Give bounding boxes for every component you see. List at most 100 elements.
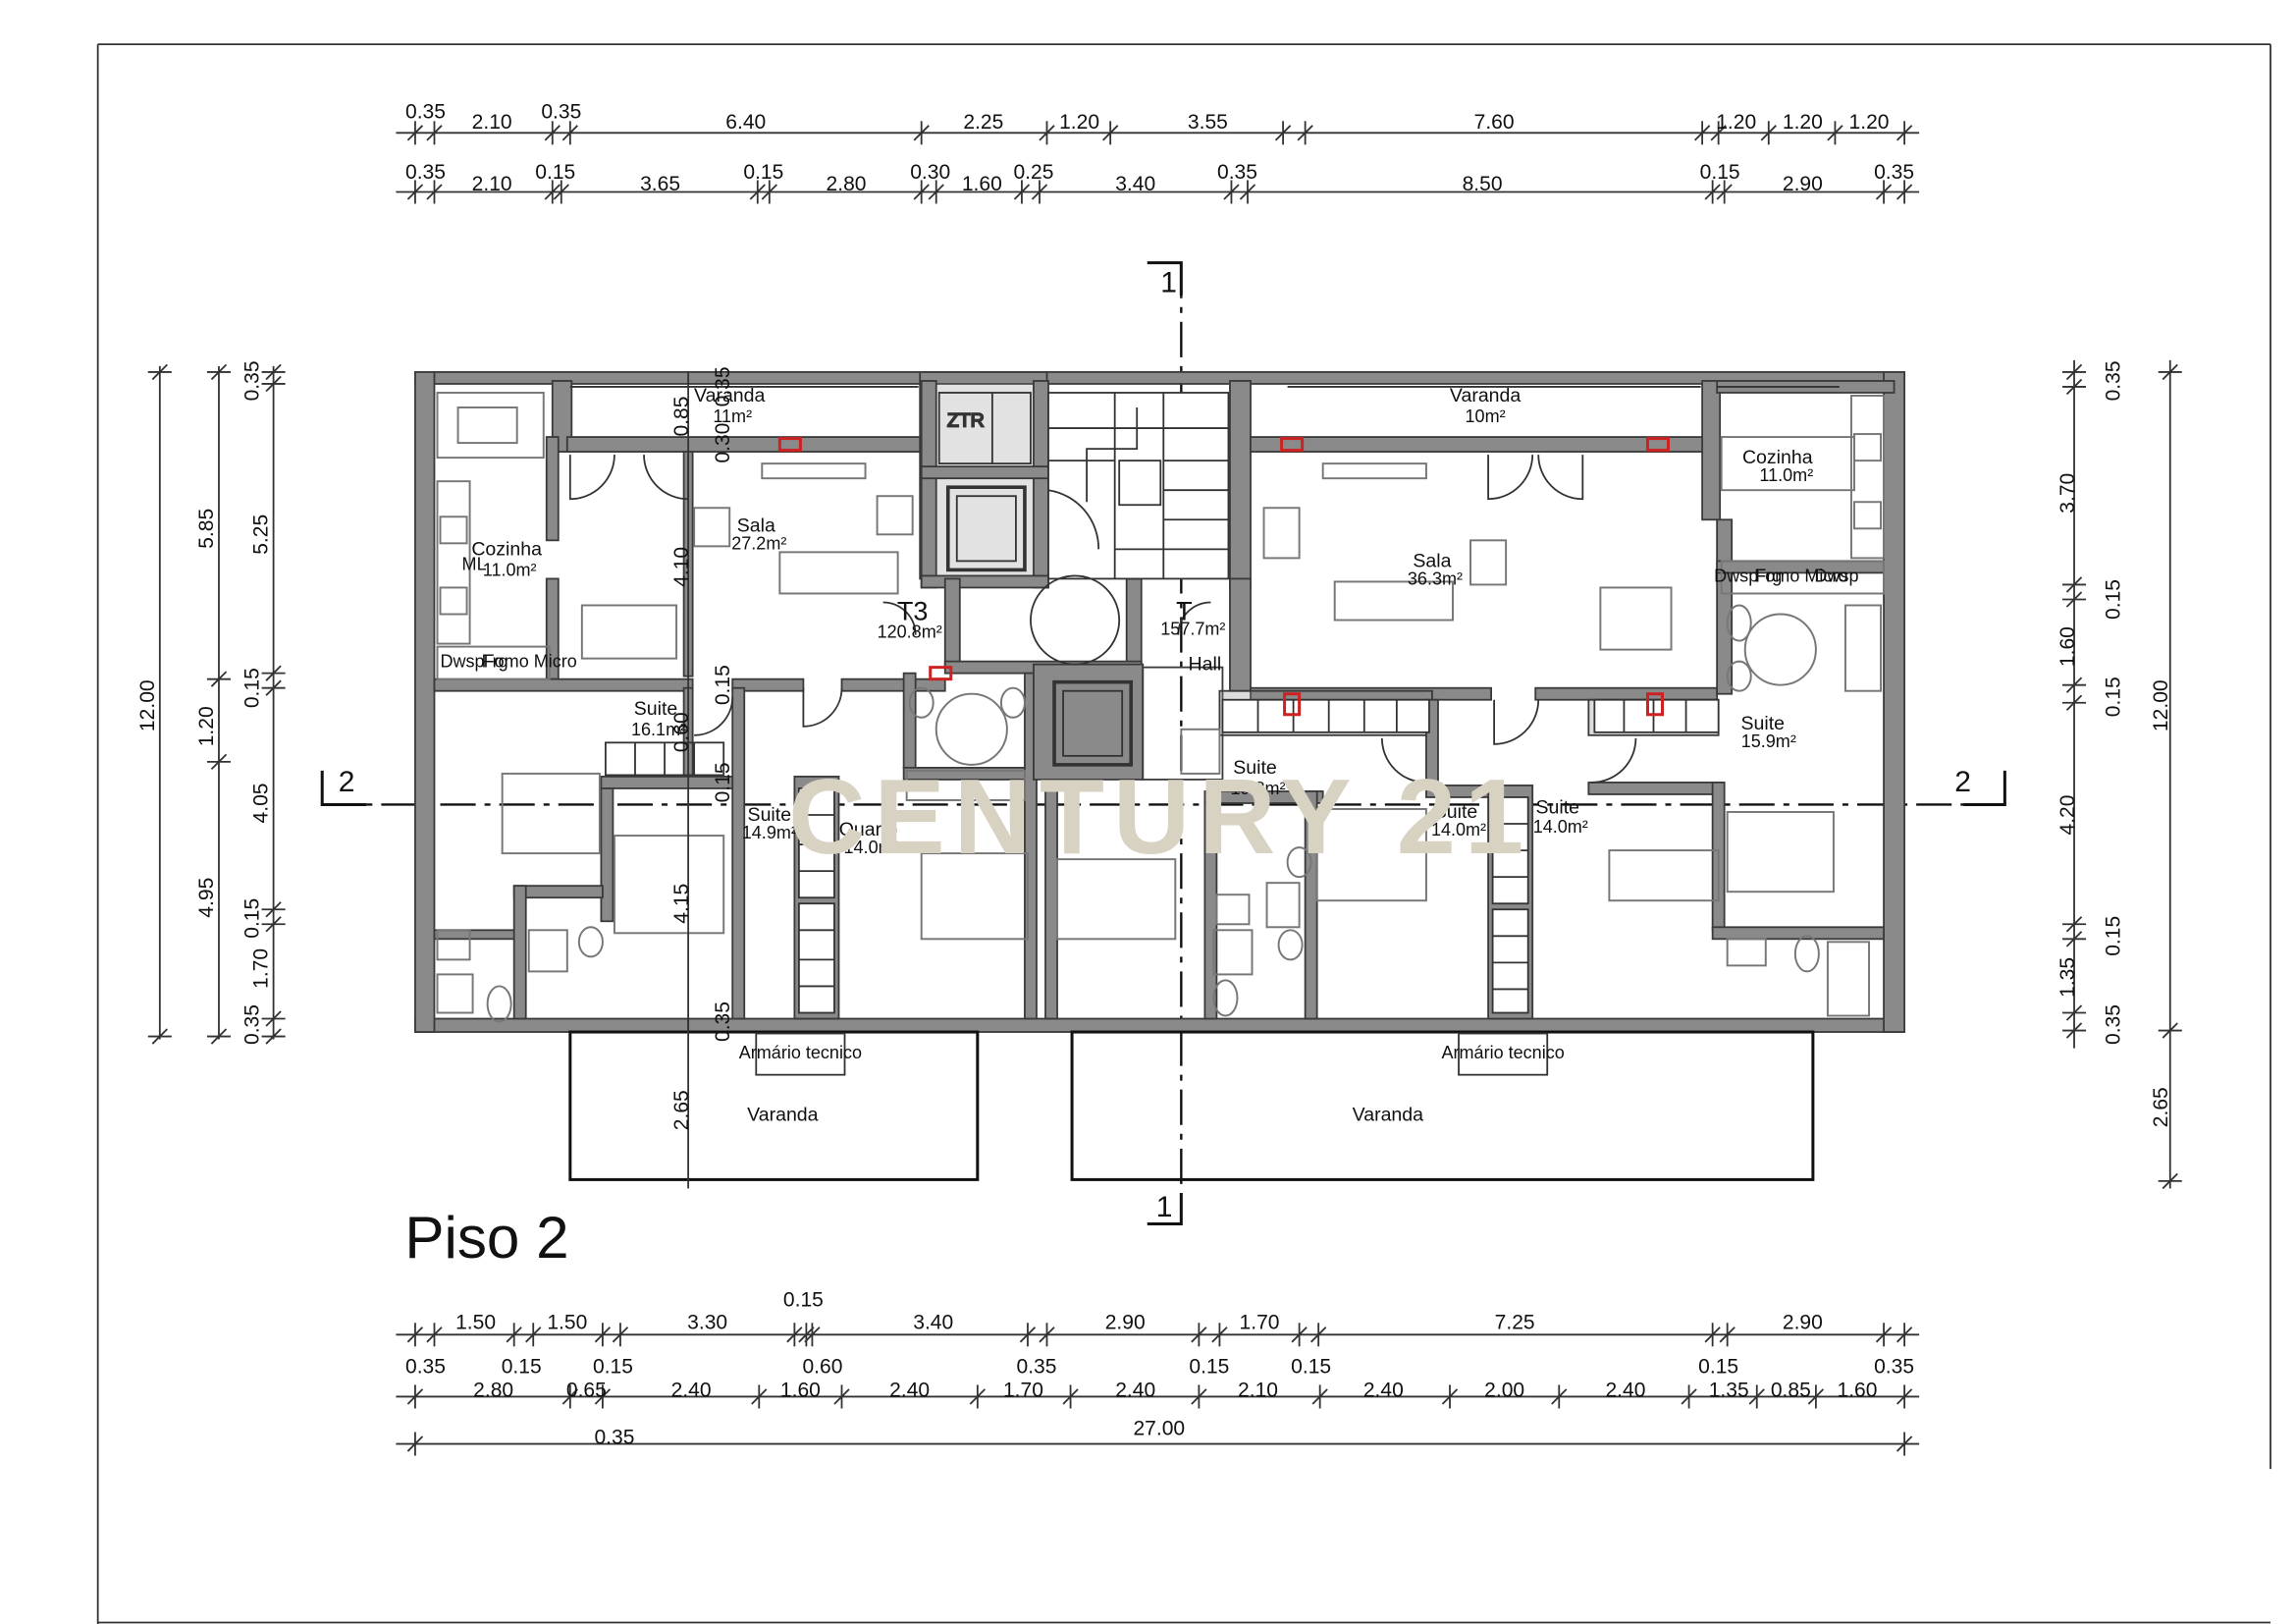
room-name: Armário tecnico [1441,1043,1564,1062]
room-name: Varanda [694,385,766,406]
dim-label: 0.65 [566,1379,607,1401]
appliance-label: ML [462,554,487,573]
dim-label: 2.10 [472,173,512,195]
room-name: Varanda [1450,385,1522,406]
dim-label: 0.35 [712,1001,734,1042]
dim-label: 0.35 [241,1004,264,1045]
dim-label: 3.40 [1115,173,1155,195]
section-mark-top: 1 [1160,267,1177,299]
dim-label: 0.15 [1698,1355,1738,1378]
dim-label: 2.90 [1783,173,1823,195]
dim-label: 2.40 [671,1379,712,1401]
interior-dimensions: 0.85 0.30 0.35 4.10 0.15 0.60 0.15 4.15 … [670,366,734,1130]
room-name: Sala [737,514,775,536]
room-name: Suite [748,804,792,826]
room-area: 14.0m² [1431,820,1486,839]
dim-label: 0.35 [541,100,581,123]
dim-label: 0.35 [594,1427,634,1449]
room-area: 36.3m² [1408,568,1463,588]
dim-label: 1.60 [780,1379,821,1401]
section-mark-right: 2 [1954,766,1971,798]
dim-label: 2.40 [1115,1379,1155,1401]
dim-label: 1.35 [2056,957,2079,998]
dim-label: 5.25 [250,514,273,555]
dim-label: 0.30 [910,161,950,184]
appliance-label: Frg [1755,566,1782,585]
dim-label: 0.15 [1700,161,1740,184]
dim-label: 0.60 [802,1355,842,1378]
dim-label: 2.90 [1105,1311,1146,1333]
dim-label: 0.25 [1013,161,1053,184]
room-name: Varanda [1353,1104,1424,1125]
dim-label: 2.65 [2150,1087,2172,1127]
dim-label: 3.30 [687,1311,727,1333]
doors [568,455,1637,784]
apartment-type: T3 [897,597,929,626]
dim-label: 0.35 [241,360,264,401]
dim-label: 4.15 [670,884,693,924]
dim-label: 2.40 [1605,1379,1645,1401]
dim-label: 4.95 [195,878,218,918]
apartment-area: 157.7m² [1160,620,1225,639]
room-area: 11.0m² [1759,465,1813,485]
room-area: 11.0m² [483,560,537,579]
dim-label: 0.35 [712,366,734,406]
dim-label: 1.70 [250,948,273,989]
dim-label: 1.70 [1240,1311,1280,1333]
room-area: 27.2m² [731,533,786,553]
dim-label: 2.90 [1783,1311,1823,1333]
dim-label: 0.15 [2103,916,2125,956]
dim-label: 1.60 [962,173,1002,195]
dim-label: 5.85 [195,509,218,549]
dim-label: 0.35 [2103,1004,2125,1045]
dim-label: 0.15 [712,665,734,705]
dim-label: 1.60 [2056,626,2079,667]
dim-label: 0.15 [241,668,264,708]
room-name: Sala [1413,550,1451,571]
dim-label: 27.00 [1133,1418,1185,1440]
dim-label: 7.60 [1474,111,1515,134]
room-name: Suite [1535,797,1579,819]
dim-label: 0.85 [1771,1379,1811,1401]
appliance-label: Dwsp [1814,566,1858,585]
dim-label: 0.35 [1874,161,1914,184]
room-area: 16.1m² [631,720,686,739]
room-area: 15.9m² [1741,731,1796,751]
dim-label: 12.00 [2150,679,2172,731]
dim-label: 0.15 [502,1355,542,1378]
dim-label: 0.15 [535,161,575,184]
dim-label: 1.20 [1059,111,1099,134]
dim-label: 2.40 [889,1379,930,1401]
dim-label: 7.25 [1495,1311,1535,1333]
room-area: 19.8m² [1230,779,1285,798]
dim-label: 8.50 [1463,173,1503,195]
sheet-frame [96,43,2271,1624]
dim-label: 1.35 [1709,1379,1749,1401]
room-name: Quarto [839,819,898,840]
dim-label: 0.35 [405,100,446,123]
building-walls [414,371,1906,1033]
room-name: Cozinha [471,538,542,560]
apartment-area: 120.8m² [878,623,942,642]
ztr-label: ZTR [947,410,985,432]
section-mark-bottom: 1 [1156,1191,1173,1223]
appliance-label: Dwsp [1714,566,1758,585]
dim-label: 12.00 [136,679,159,731]
room-area: 14.9m² [742,823,797,842]
dim-label: 3.65 [640,173,680,195]
top-balconies [569,386,1840,717]
dim-label: 0.15 [712,762,734,802]
dim-label: 0.15 [783,1289,824,1312]
room-area: 14.0m² [1533,817,1588,837]
dim-label: 0.35 [1016,1355,1056,1378]
dim-label: 0.60 [670,712,693,752]
dim-label: 2.10 [472,111,512,134]
dim-label: 0.35 [405,1355,446,1378]
room-name: Cozinha [1742,447,1813,468]
dim-label: 4.05 [250,783,273,823]
left-dimension-chains: 12.00 5.85 1.20 4.95 0.35 5.25 0.15 4.05… [136,360,286,1045]
room-name: Armário tecnico [739,1043,862,1062]
room-area: 14.0m² [844,838,899,857]
section-mark-left: 2 [339,766,355,798]
